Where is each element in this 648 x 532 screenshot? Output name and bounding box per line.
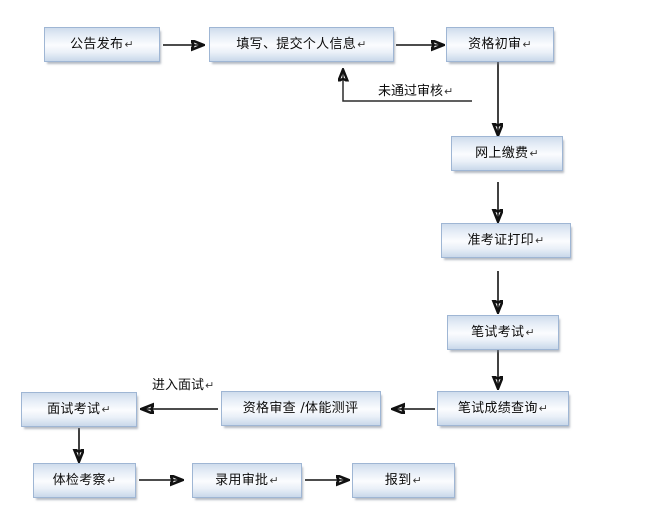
node-interview-label: 面试考试	[47, 402, 101, 417]
node-interview[interactable]: 面试考试↵	[21, 392, 137, 427]
pilcrow-mark: ↵	[357, 38, 367, 51]
pilcrow-mark: ↵	[538, 402, 549, 415]
node-online-pay[interactable]: 网上缴费↵	[451, 136, 563, 171]
node-hire-approval-label: 录用审批	[215, 473, 269, 488]
node-qual-fitness-label: 资格审查 /体能测评	[242, 401, 359, 416]
pilcrow-mark: ↵	[205, 379, 215, 392]
node-submit-info[interactable]: 填写、提交个人信息↵	[209, 27, 394, 62]
edge-label-enter-interview-text: 进入面试	[152, 378, 205, 393]
edge-label-failed-review: 未通过审核↵	[378, 85, 453, 98]
edge-label-failed-review-text: 未通过审核	[378, 84, 444, 99]
pilcrow-mark: ↵	[525, 326, 535, 339]
node-written-exam-label: 笔试考试	[471, 325, 525, 340]
pilcrow-mark: ↵	[444, 85, 454, 98]
node-score-query-label: 笔试成绩查询	[457, 401, 538, 416]
node-announce[interactable]: 公告发布↵	[44, 27, 160, 62]
node-announce-label: 公告发布	[70, 37, 124, 52]
pilcrow-mark: ↵	[534, 234, 545, 247]
node-print-ticket-label: 准考证打印	[467, 233, 534, 248]
pilcrow-mark: ↵	[269, 474, 279, 487]
pilcrow-mark: ↵	[412, 474, 423, 487]
pilcrow-mark: ↵	[522, 38, 532, 51]
node-print-ticket[interactable]: 准考证打印↵	[441, 223, 571, 258]
node-prelim-review[interactable]: 资格初审↵	[446, 27, 554, 62]
pilcrow-mark: ↵	[101, 403, 111, 416]
pilcrow-mark: ↵	[106, 474, 117, 487]
node-written-exam[interactable]: 笔试考试↵	[447, 315, 559, 350]
node-online-pay-label: 网上缴费	[475, 146, 529, 161]
node-submit-info-label: 填写、提交个人信息	[236, 37, 357, 52]
edge-label-enter-interview: 进入面试↵	[152, 379, 214, 392]
node-qual-fitness[interactable]: 资格审查 /体能测评	[221, 391, 381, 426]
node-hire-approval[interactable]: 录用审批↵	[192, 463, 302, 498]
node-score-query[interactable]: 笔试成绩查询↵	[437, 391, 569, 426]
node-report-label: 报到	[384, 473, 412, 488]
node-report[interactable]: 报到↵	[352, 463, 455, 498]
pilcrow-mark: ↵	[529, 147, 539, 160]
node-medical-label: 体检考察	[52, 473, 106, 488]
node-medical[interactable]: 体检考察↵	[33, 463, 136, 498]
pilcrow-mark: ↵	[124, 38, 134, 51]
node-prelim-review-label: 资格初审	[468, 37, 522, 52]
